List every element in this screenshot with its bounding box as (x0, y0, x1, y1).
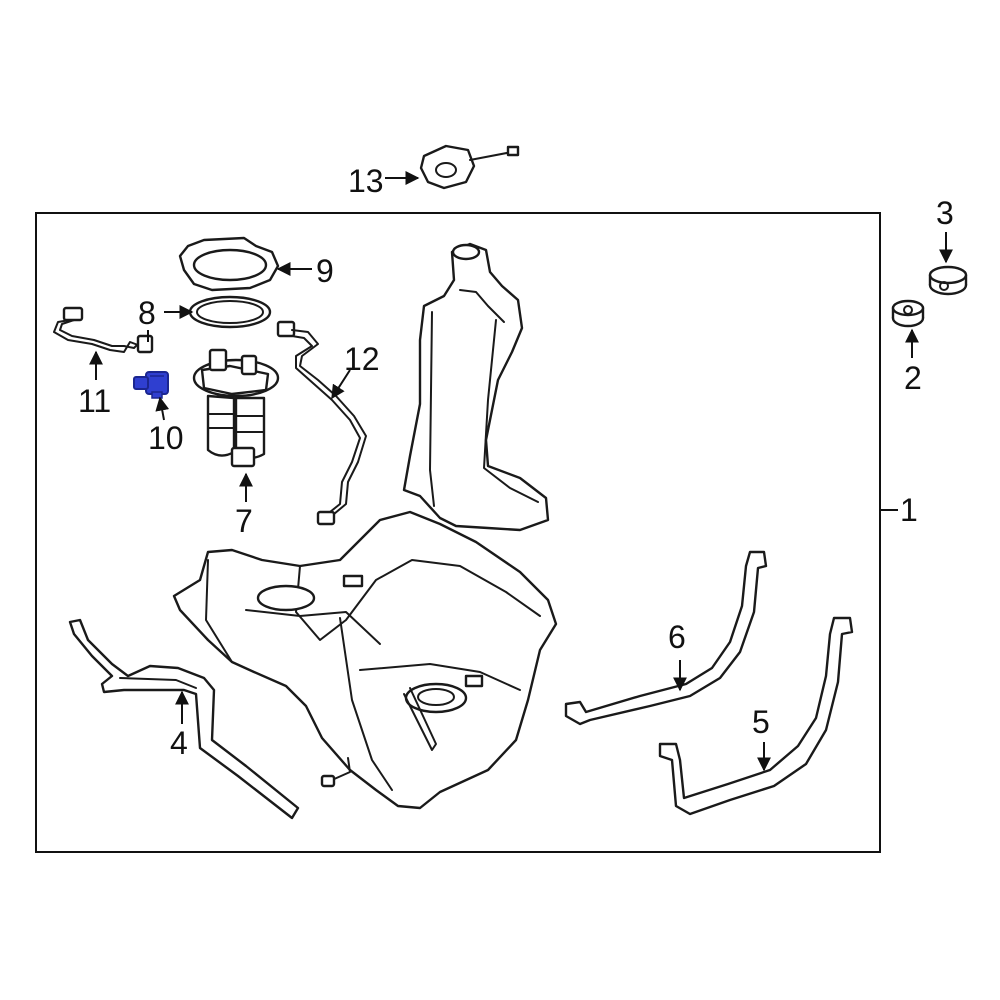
callout-12: 12 (344, 341, 380, 377)
callout-2: 2 (904, 360, 922, 396)
part-1-fuel-tank[interactable] (172, 242, 558, 810)
part-5-tank-strap[interactable] (658, 616, 854, 816)
part-13-fuel-door-actuator[interactable] (419, 144, 520, 190)
callout-4: 4 (170, 725, 188, 761)
callout-9: 9 (316, 253, 334, 289)
callout-8: 8 (138, 295, 156, 331)
callout-6: 6 (668, 619, 686, 655)
part-10-sensor-highlighted[interactable] (133, 371, 169, 399)
assembly-frame (35, 212, 881, 853)
leader-lines (89, 171, 953, 772)
part-2-bushing[interactable] (891, 299, 925, 328)
callout-13: 13 (348, 163, 384, 199)
part-8-seal-ring[interactable] (188, 295, 272, 329)
callout-1: 1 (900, 492, 918, 528)
part-6-tank-strap[interactable] (564, 550, 768, 726)
part-9-lock-ring[interactable] (178, 236, 280, 292)
callout-3: 3 (936, 195, 954, 231)
callout-10: 10 (148, 420, 184, 456)
callout-labels: 13 3 2 1 9 8 11 10 7 12 4 6 5 (78, 163, 954, 761)
part-4-bracket[interactable] (68, 618, 300, 820)
callout-5: 5 (752, 704, 770, 740)
callout-7: 7 (235, 503, 253, 539)
part-7-fuel-pump-module[interactable] (192, 348, 280, 468)
callout-11: 11 (78, 383, 111, 419)
part-3-grommet[interactable] (928, 265, 968, 296)
